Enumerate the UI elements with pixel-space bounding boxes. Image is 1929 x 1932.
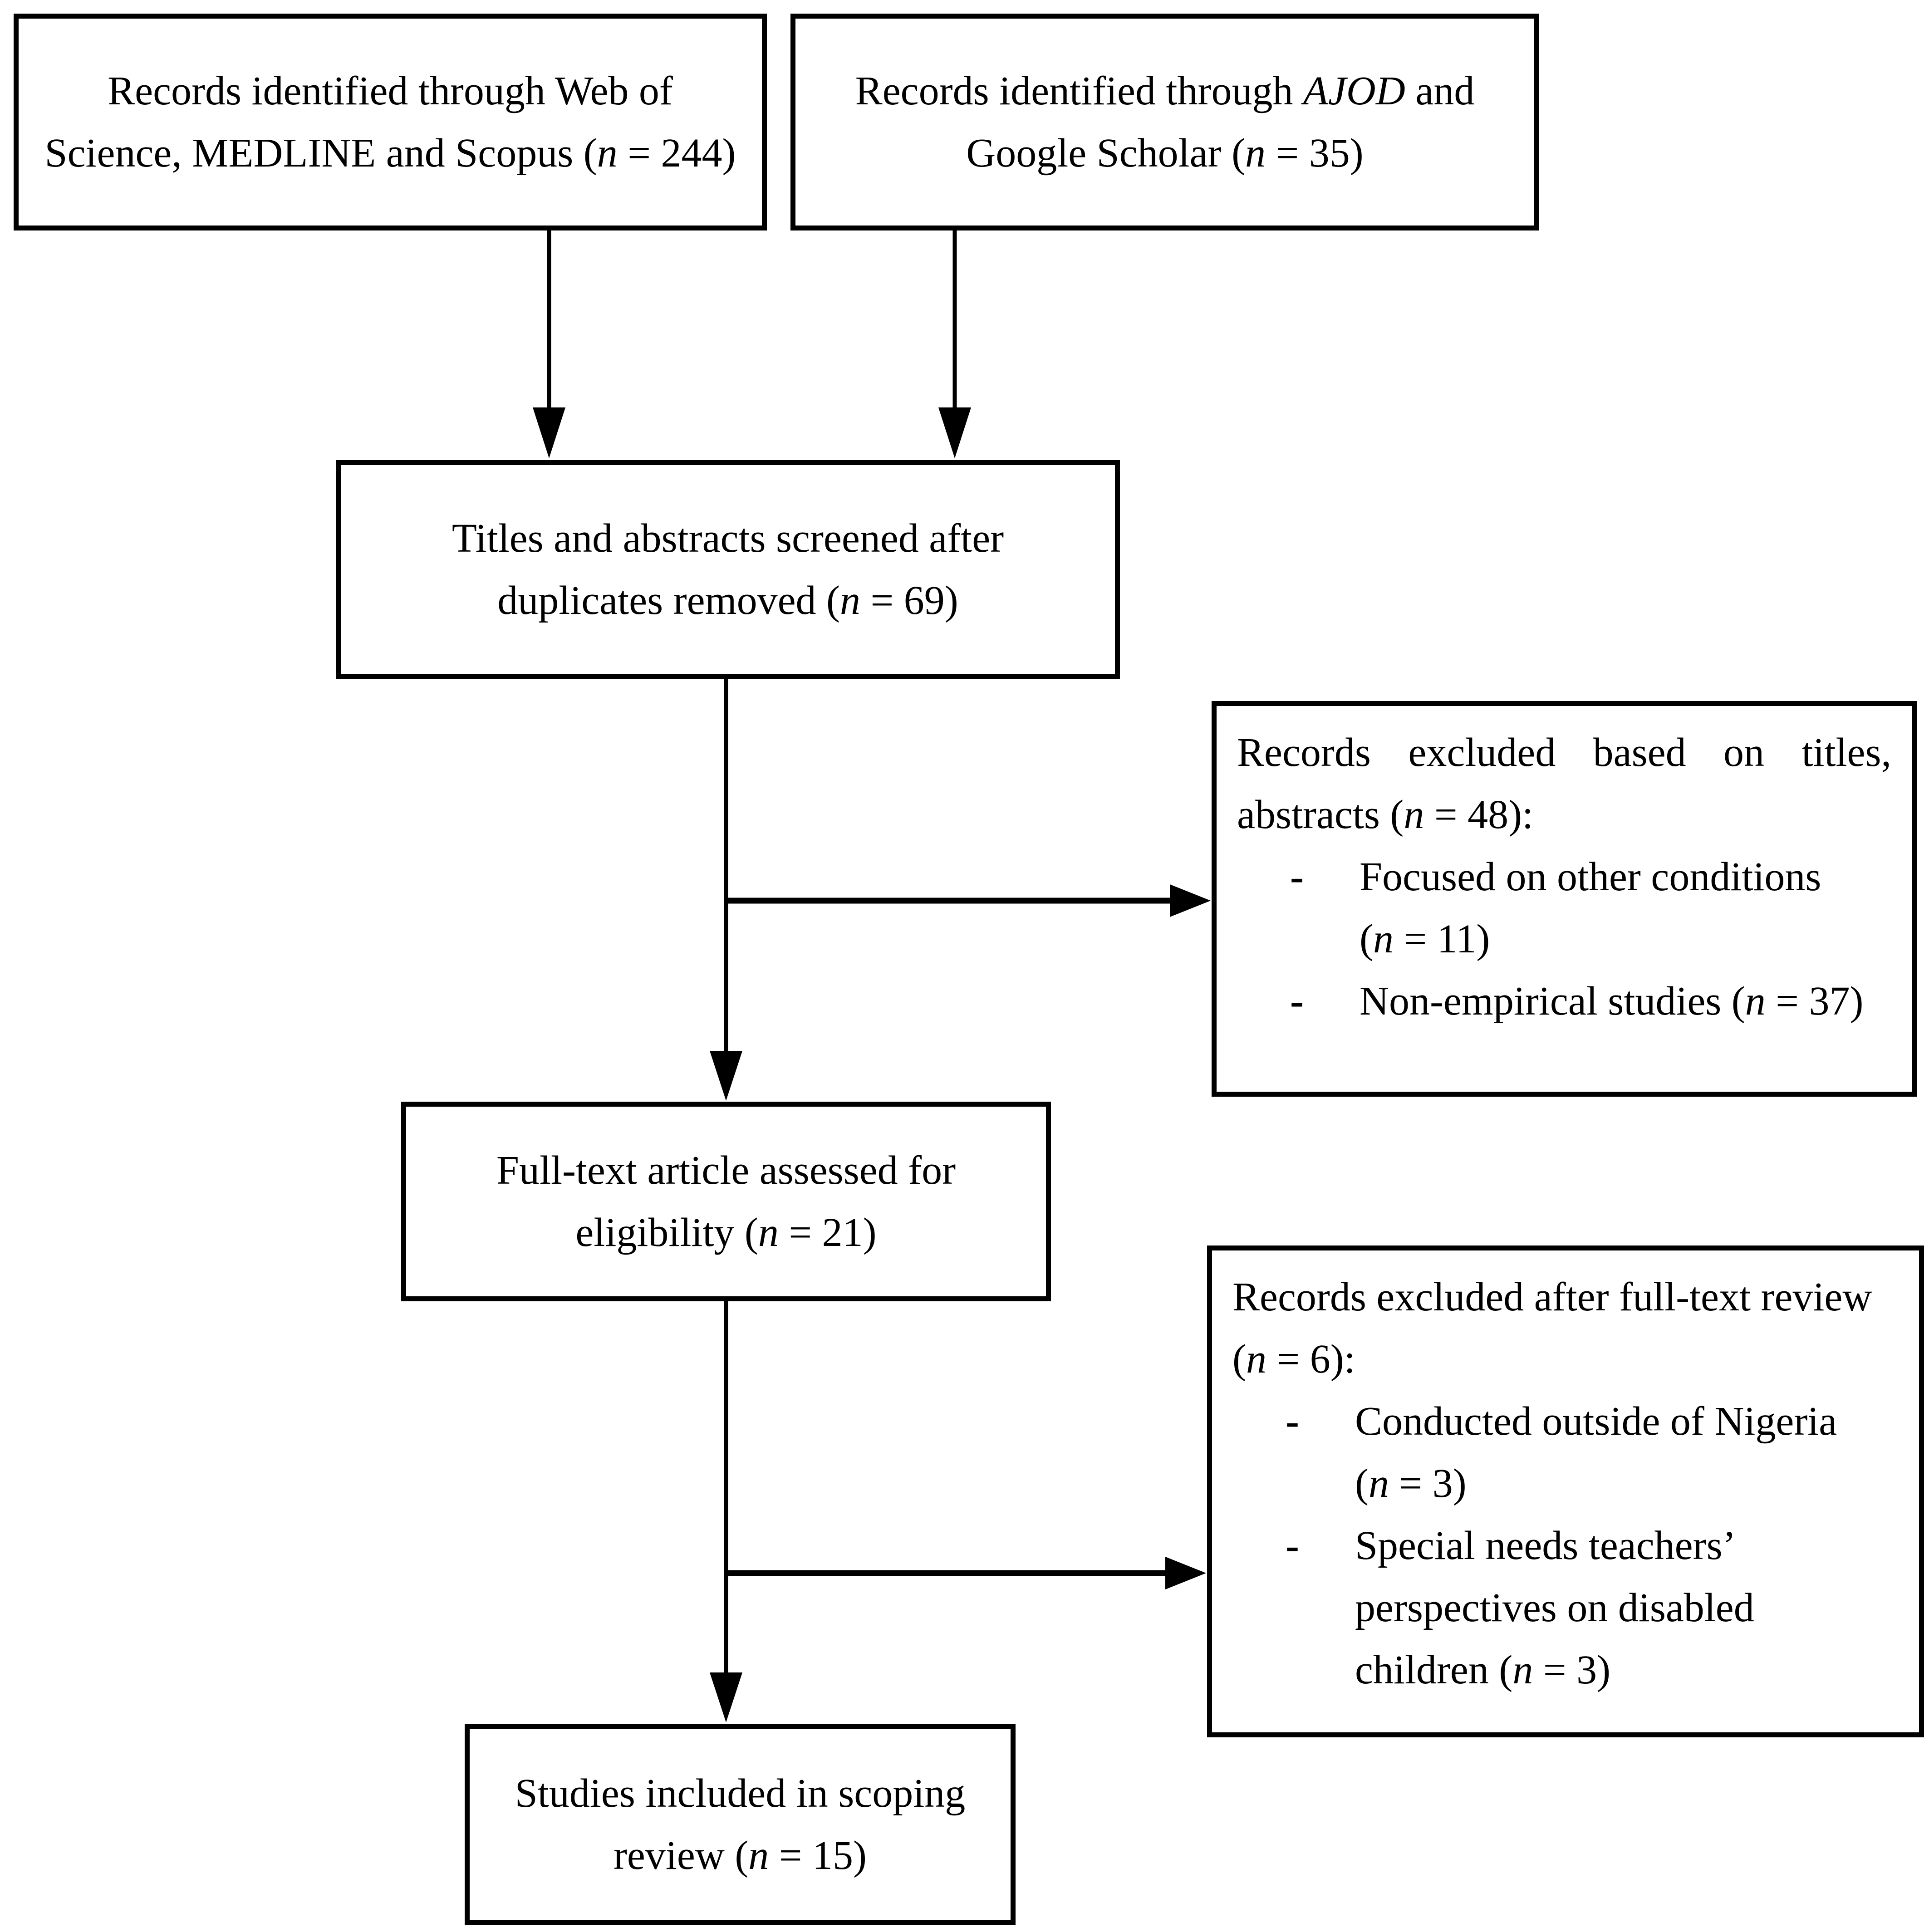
text-line: Special needs teachers’ (1355, 1523, 1736, 1568)
text-line: (n = 11) (1360, 917, 1490, 961)
excluded-reason-text: Conducted outside of Nigeria (n = 3) (1355, 1390, 1899, 1515)
dash-bullet: - (1290, 979, 1304, 1024)
text-line: perspectives on disabled (1355, 1585, 1754, 1630)
text-line: Records identified through AJOD and (855, 69, 1475, 113)
text-line: Records excluded based on titles, (1237, 730, 1891, 775)
excluded-reason-text: Special needs teachers’ perspectives on d… (1355, 1515, 1899, 1701)
text-line: Records identified through Web of (108, 69, 673, 113)
text-line: Google Scholar (n = 35) (966, 131, 1364, 176)
arrowhead-databases-to-screening (533, 407, 565, 458)
text-line: children (n = 3) (1355, 1648, 1611, 1692)
box-records-excluded-fulltext: Records excluded after full-text review (… (1207, 1246, 1924, 1737)
box-studies-included: Studies included in scoping review (n = 1… (465, 1724, 1016, 1925)
text-line: Titles and abstracts screened after (452, 516, 1004, 561)
excluded-reason-item: - Non-empirical studies (n = 37) (1237, 970, 1891, 1032)
text-line: Science, MEDLINE and Scopus (n = 244) (44, 131, 736, 176)
excluded-fulltext-reasons: - Conducted outside of Nigeria (n = 3) - Spe… (1232, 1390, 1899, 1701)
excluded-reason-text: Focused on other conditions (n = 11) (1360, 846, 1891, 970)
text-line: Focused on other conditions (1360, 854, 1821, 899)
text-line: Full-text article assessed for (496, 1148, 956, 1193)
arrowhead-to-excluded-screening (1170, 884, 1211, 917)
text-line: Records excluded after full-text review (1232, 1275, 1872, 1319)
arrowhead-screening-to-fulltext (710, 1051, 742, 1101)
text-line: Conducted outside of Nigeria (1355, 1399, 1837, 1444)
excluded-screening-intro: Records excluded based on titles, abstrac… (1237, 721, 1891, 846)
excluded-fulltext-intro: Records excluded after full-text review (… (1232, 1266, 1899, 1390)
arrowhead-fulltext-to-included (710, 1672, 742, 1722)
text-line: (n = 3) (1355, 1461, 1467, 1506)
excluded-reason-item: - Focused on other conditions (n = 11) (1237, 846, 1891, 970)
arrowhead-other-sources-to-screening (938, 407, 971, 458)
text-line: abstracts (n = 48): (1237, 792, 1534, 837)
text-line: Non-empirical studies (n = 37) (1360, 979, 1864, 1024)
excluded-reason-item: - Conducted outside of Nigeria (n = 3) (1232, 1390, 1899, 1515)
text-line: eligibility (n = 21) (575, 1210, 877, 1255)
text-line: duplicates removed (n = 69) (497, 578, 958, 623)
excluded-reason-text: Non-empirical studies (n = 37) (1360, 970, 1891, 1032)
dash-bullet: - (1290, 854, 1304, 899)
arrowhead-to-excluded-fulltext (1165, 1557, 1206, 1589)
box-records-identified-databases: Records identified through Web of Science… (14, 14, 767, 230)
box-records-excluded-screening: Records excluded based on titles, abstrac… (1212, 701, 1917, 1097)
text-line: review (n = 15) (613, 1833, 867, 1878)
dash-bullet: - (1286, 1523, 1299, 1568)
text-line: Studies included in scoping (515, 1771, 966, 1816)
dash-bullet: - (1286, 1399, 1299, 1444)
box-fulltext-assessed: Full-text article assessed for eligibilit… (401, 1102, 1051, 1301)
excluded-screening-reasons: - Focused on other conditions (n = 11) - Non… (1237, 846, 1891, 1032)
box-titles-abstracts-screened: Titles and abstracts screened after dupli… (336, 460, 1120, 679)
excluded-reason-item: - Special needs teachers’ perspectives on … (1232, 1515, 1899, 1701)
text-line: (n = 6): (1232, 1337, 1355, 1382)
